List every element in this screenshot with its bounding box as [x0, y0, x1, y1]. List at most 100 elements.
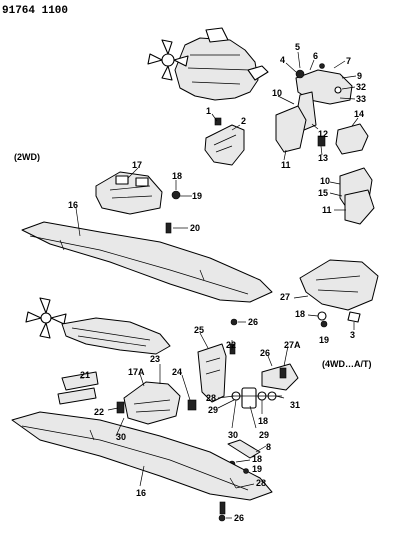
callout-1: 1: [206, 106, 218, 122]
callout-27: 26: [260, 348, 273, 367]
svg-text:10: 10: [320, 176, 330, 186]
callout-19-upper: 19: [180, 191, 202, 201]
diagram-code: 91764 1100: [2, 5, 68, 17]
svg-text:6: 6: [313, 51, 318, 61]
svg-text:28: 28: [206, 393, 216, 403]
callout-5: 5: [295, 42, 301, 69]
svg-text:29: 29: [259, 430, 269, 440]
svg-text:2: 2: [241, 116, 246, 126]
svg-text:11: 11: [322, 205, 332, 215]
svg-text:8: 8: [266, 442, 271, 452]
svg-text:1: 1: [206, 106, 211, 116]
callout-15: 15: [318, 188, 343, 198]
svg-text:16: 16: [136, 488, 146, 498]
svg-text:22: 22: [94, 407, 104, 417]
callout-16-upper: 16: [68, 200, 81, 237]
callout-18-mid: 18: [258, 400, 268, 426]
callout-11-upper: 11: [281, 149, 291, 170]
svg-text:19: 19: [319, 335, 329, 345]
svg-text:30: 30: [228, 430, 238, 440]
svg-text:18: 18: [252, 454, 262, 464]
callout-4: 4: [280, 55, 297, 73]
svg-text:18: 18: [172, 171, 182, 181]
svg-text:20: 20: [190, 223, 200, 233]
svg-text:25: 25: [194, 325, 204, 335]
callout-6: 6: [309, 51, 318, 71]
svg-text:22: 22: [226, 340, 236, 350]
svg-text:30: 30: [116, 432, 126, 442]
svg-text:10: 10: [272, 88, 282, 98]
mount-bracket-4wd: [57, 343, 236, 425]
svg-text:13: 13: [318, 153, 328, 163]
callout-17: 17: [127, 160, 142, 179]
svg-text:5: 5: [295, 42, 300, 52]
callout-25: 25: [194, 325, 209, 349]
callout-24: 24: [172, 367, 191, 401]
svg-text:14: 14: [354, 109, 364, 119]
callout-12: 12: [311, 123, 328, 139]
svg-text:26: 26: [234, 513, 244, 523]
callout-20: 20: [173, 223, 200, 233]
svg-text:21: 21: [80, 370, 90, 380]
callout-29-lower: 29: [208, 399, 235, 415]
callout-26-upper: 26: [230, 317, 258, 327]
crossmember-2wd: [21, 221, 273, 303]
svg-text:19: 19: [192, 191, 202, 201]
svg-text:33: 33: [356, 94, 366, 104]
callout-13: 13: [318, 145, 328, 163]
callout-23: 23: [150, 354, 161, 384]
svg-text:11: 11: [281, 160, 291, 170]
svg-text:17: 17: [132, 160, 142, 170]
callout-17A: 17A: [128, 367, 145, 387]
callout-9: 9: [341, 71, 362, 81]
svg-text:29: 29: [208, 405, 218, 415]
callout-14: 14: [351, 109, 364, 127]
callout-22-left: 22: [94, 407, 119, 417]
callout-18-upper: 18: [172, 171, 182, 190]
callout-26-lower: 26: [218, 513, 244, 523]
mount-hardware-4wd: [227, 363, 299, 495]
svg-text:23: 23: [150, 354, 160, 364]
callout-16-lower: 16: [136, 465, 146, 498]
mount-insulator-4wd-right: [299, 259, 379, 328]
engine-illustration-top: [147, 27, 269, 101]
callout-33: 32: [341, 82, 366, 92]
callout-19-right: 19: [319, 335, 329, 345]
svg-text:26: 26: [260, 348, 270, 358]
svg-text:32: 32: [356, 82, 366, 92]
svg-text:7: 7: [346, 56, 351, 66]
svg-text:12: 12: [318, 129, 328, 139]
callout-18-right: 18: [295, 309, 319, 319]
svg-text:27A: 27A: [284, 340, 301, 350]
callout-3: 3: [350, 322, 355, 340]
callout-29-mid: 29: [249, 405, 269, 440]
crossmember-4wd: [11, 411, 273, 515]
callout-27A: 27: [280, 292, 309, 302]
svg-text:24: 24: [172, 367, 182, 377]
callout-31: 31: [275, 395, 300, 410]
svg-text:28: 28: [256, 478, 266, 488]
svg-text:19: 19: [252, 464, 262, 474]
callout-8: 8: [255, 442, 271, 453]
svg-text:26: 26: [248, 317, 258, 327]
svg-text:16: 16: [68, 200, 78, 210]
callout-2: 2: [231, 116, 246, 131]
callout-11-lower: 11: [322, 205, 346, 215]
callout-28-right: 27A: [283, 340, 301, 367]
callout-7: 7: [333, 56, 351, 69]
callout-32: 30: [228, 399, 238, 440]
callout-10-lower: 10: [320, 176, 341, 186]
callout-34: 33: [339, 94, 366, 104]
variant-label-2wd: (2WD): [14, 152, 40, 162]
svg-text:17A: 17A: [128, 367, 145, 377]
callout-29-left: 28: [206, 393, 235, 403]
callout-10-upper: 10: [272, 88, 295, 105]
callout-18-lower: 18: [235, 454, 262, 464]
engine-illustration-bottom: [25, 297, 171, 355]
callout-19-lower: 19: [243, 464, 262, 474]
svg-text:18: 18: [295, 309, 305, 319]
svg-text:4: 4: [280, 55, 285, 65]
svg-text:9: 9: [357, 71, 362, 81]
callout-30: 30: [115, 417, 126, 442]
